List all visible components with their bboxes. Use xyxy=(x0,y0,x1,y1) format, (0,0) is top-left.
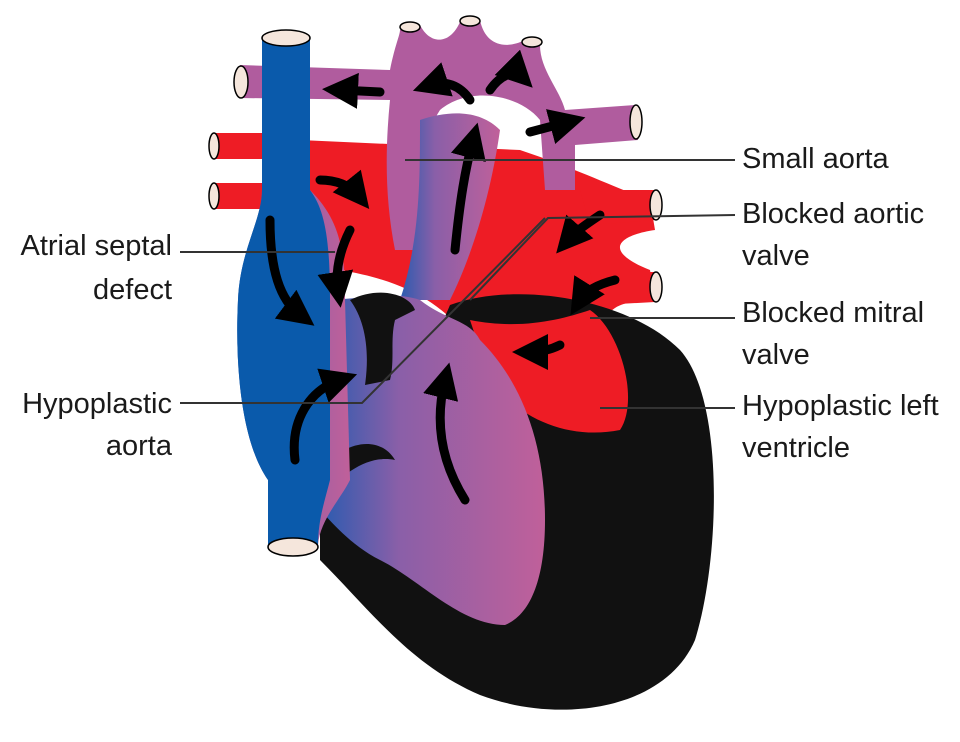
leader-lines xyxy=(180,159,736,409)
label-hypoplastic-left-ventricle-2: ventricle xyxy=(742,432,850,464)
label-atrial-septal-defect-2: defect xyxy=(93,274,172,306)
vena-cava xyxy=(237,29,350,557)
label-blocked-mitral-valve: Blocked mitral xyxy=(742,297,924,329)
label-hypoplastic-aorta-2: aorta xyxy=(106,430,173,462)
label-small-aorta: Small aorta xyxy=(742,143,890,175)
label-hypoplastic-aorta: Hypoplastic xyxy=(22,388,172,420)
label-atrial-septal-defect: Atrial septal xyxy=(20,230,172,262)
septum xyxy=(350,292,415,385)
left-atrium-lower xyxy=(470,310,629,433)
label-blocked-aortic-valve-2: valve xyxy=(742,240,810,272)
label-hypoplastic-left-ventricle: Hypoplastic left xyxy=(742,390,939,422)
label-blocked-aortic-valve: Blocked aortic xyxy=(742,198,924,230)
label-blocked-mitral-valve-2: valve xyxy=(742,339,810,371)
